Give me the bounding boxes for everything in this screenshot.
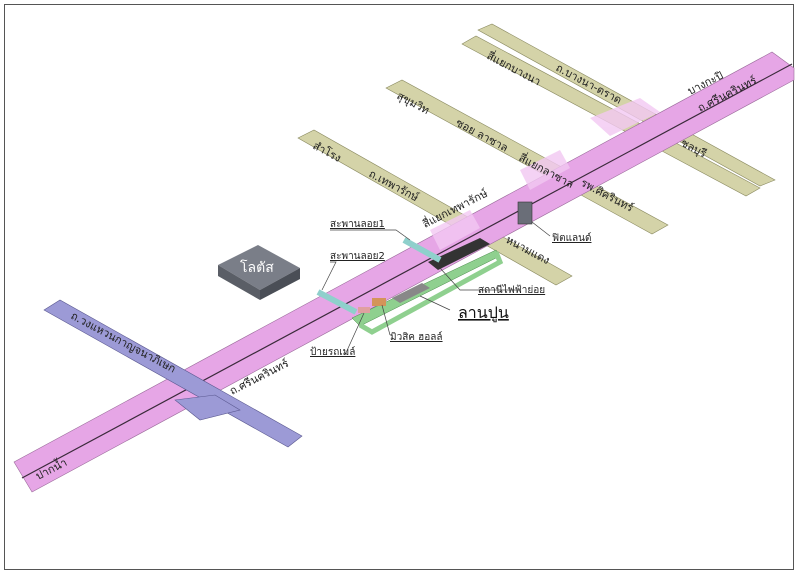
- diagram-frame: [4, 4, 794, 570]
- label-bridge1: สะพานลอย1: [330, 219, 385, 230]
- label-music-hall: มิวสิค ฮอลล์: [390, 331, 443, 343]
- label-fitland: ฟิตแลนด์: [552, 232, 592, 244]
- label-bus-stop: ป้ายรถเมล์: [310, 346, 355, 358]
- label-substation: สถานีไฟฟ้าย่อย: [478, 284, 545, 296]
- music-hall: [372, 298, 386, 306]
- plaza: [392, 283, 430, 303]
- bus-stop: [358, 307, 370, 313]
- substation: [428, 238, 490, 270]
- label-plaza: ลานปูน: [458, 303, 509, 323]
- label-bridge2: สะพานลอย2: [330, 251, 385, 262]
- fitland-building: [517, 201, 533, 225]
- bridge-1: [402, 237, 442, 263]
- lotus-building: [218, 245, 300, 300]
- bridge-2: [316, 289, 358, 315]
- label-kanchanaphisek: ถ.วงแหวนกาญจนาภิเษก: [69, 309, 178, 375]
- label-lotus: โลตัส: [240, 259, 274, 276]
